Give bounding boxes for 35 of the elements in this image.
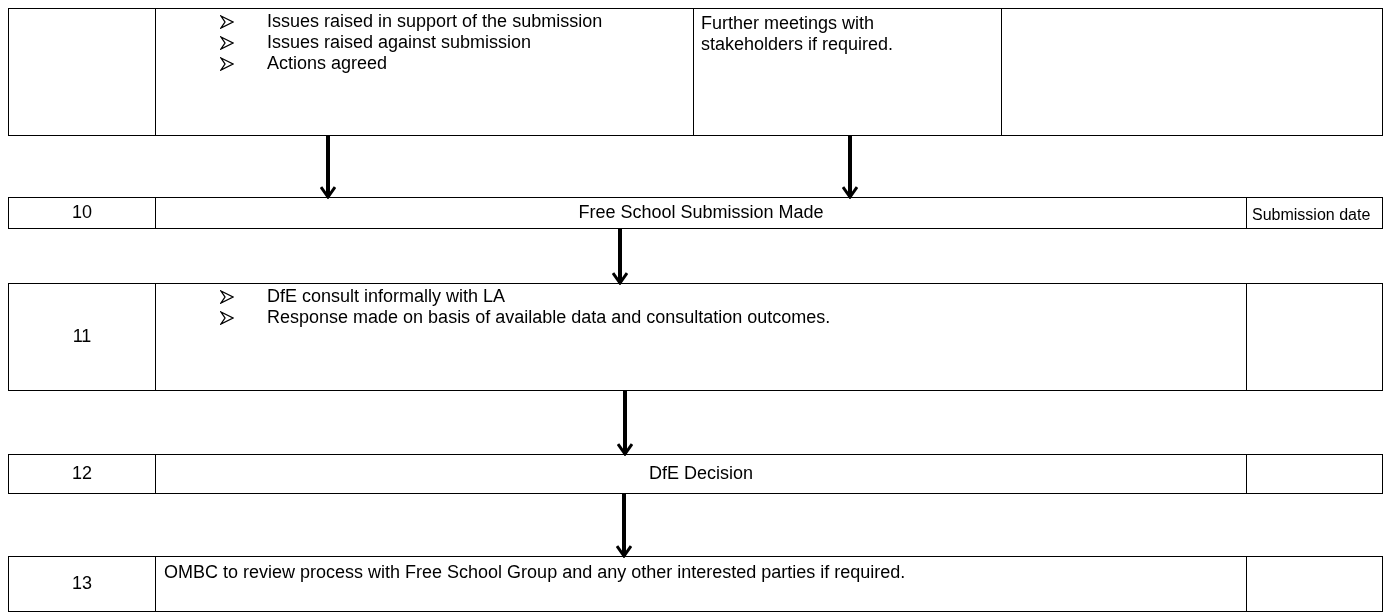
table-cell xyxy=(155,8,694,136)
table-cell xyxy=(8,556,156,612)
empty-cell xyxy=(1246,454,1383,494)
list-item: Actions agreed xyxy=(267,53,389,74)
table-cell xyxy=(155,454,1247,494)
cell-text: Further meetings with stakeholders if required. xyxy=(701,13,895,55)
table-cell xyxy=(8,454,156,494)
table-cell xyxy=(155,197,1247,229)
cell-text: Submission date xyxy=(1252,205,1372,225)
cell-text: Free School Submission Made xyxy=(577,202,825,223)
table-cell xyxy=(8,197,156,229)
table-cell xyxy=(693,8,1002,136)
step-number: 13 xyxy=(71,573,93,594)
cell-text: OMBC to review process with Free School Group and any other interested parties if required. xyxy=(164,562,907,583)
empty-cell xyxy=(8,8,156,136)
step-number: 12 xyxy=(71,463,93,484)
table-cell xyxy=(8,283,156,391)
step-number: 10 xyxy=(71,202,93,223)
table-cell xyxy=(1246,197,1383,229)
list-item: Issues raised in support of the submission xyxy=(267,11,604,32)
table-cell xyxy=(155,556,1247,612)
arrow xyxy=(616,391,634,456)
step-number: 11 xyxy=(71,326,93,347)
arrow xyxy=(615,494,633,558)
empty-cell xyxy=(1246,283,1383,391)
empty-cell xyxy=(1246,556,1383,612)
list-item: Response made on basis of available data and consultation outcomes. xyxy=(267,307,832,328)
table-cell xyxy=(155,283,1247,391)
arrow xyxy=(319,136,337,199)
list-item: DfE consult informally with LA xyxy=(267,286,507,307)
empty-cell xyxy=(1001,8,1383,136)
arrow xyxy=(611,229,629,285)
list-item: Issues raised against submission xyxy=(267,32,533,53)
arrow xyxy=(841,136,859,199)
cell-text: DfE Decision xyxy=(647,463,754,484)
